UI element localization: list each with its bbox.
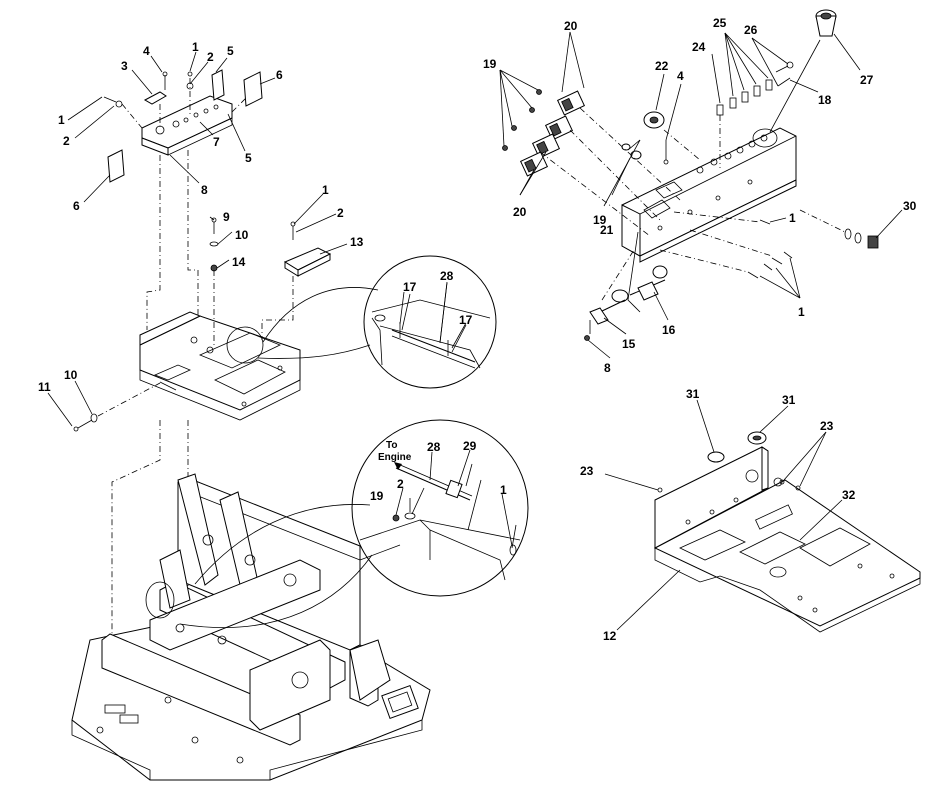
callout-2: 2 xyxy=(337,206,344,220)
callout-31: 31 xyxy=(686,387,700,401)
callout-19: 19 xyxy=(593,213,607,227)
callout-1: 1 xyxy=(500,483,507,497)
callout-15: 15 xyxy=(622,337,636,351)
callout-31: 31 xyxy=(782,393,796,407)
callout-1: 1 xyxy=(192,40,199,54)
callout-27: 27 xyxy=(860,73,874,87)
side-screw xyxy=(73,382,161,432)
callout-1: 1 xyxy=(58,113,65,127)
callout-5: 5 xyxy=(245,151,252,165)
callout-9: 9 xyxy=(223,210,230,224)
callout-2: 2 xyxy=(63,134,70,148)
callout-18: 18 xyxy=(818,93,832,107)
callout-22: 22 xyxy=(655,59,669,73)
callout-16: 16 xyxy=(662,323,676,337)
callout-23: 23 xyxy=(580,464,594,478)
callout-32: 32 xyxy=(842,488,856,502)
detail-circle-2 xyxy=(351,419,529,597)
callout-4: 4 xyxy=(143,44,150,58)
to-engine-label-line1: To xyxy=(386,440,397,451)
callout-6: 6 xyxy=(276,68,283,82)
callout-3: 3 xyxy=(121,59,128,73)
callout-19: 19 xyxy=(483,57,497,71)
callout-8: 8 xyxy=(201,183,208,197)
bracket-assembly xyxy=(103,69,263,183)
callout-25: 25 xyxy=(713,16,727,30)
callout-1: 1 xyxy=(322,183,329,197)
callout-8: 8 xyxy=(604,361,611,375)
relay-box xyxy=(261,221,332,340)
callout-12: 12 xyxy=(603,629,617,643)
callout-10: 10 xyxy=(235,228,249,242)
callout-17: 17 xyxy=(403,280,417,294)
callout-1: 1 xyxy=(798,305,805,319)
callout-24: 24 xyxy=(692,40,706,54)
leader-lines xyxy=(47,31,903,631)
callout-14: 14 xyxy=(232,255,246,269)
detail-circle-1 xyxy=(363,255,497,389)
arrow-icon xyxy=(394,462,402,470)
callout-5: 5 xyxy=(227,44,234,58)
callout-19: 19 xyxy=(370,489,384,503)
callout-6: 6 xyxy=(73,199,80,213)
mount-plate xyxy=(139,311,301,421)
callout-28: 28 xyxy=(427,440,441,454)
callout-28: 28 xyxy=(440,269,454,283)
callout-2: 2 xyxy=(207,50,214,64)
chassis-frame xyxy=(71,473,431,781)
callout-4: 4 xyxy=(677,69,684,83)
callout-11: 11 xyxy=(38,380,51,394)
to-engine-label-line2: Engine xyxy=(378,452,412,463)
callout-1: 1 xyxy=(789,211,796,225)
callout-30: 30 xyxy=(903,199,917,213)
callout-20: 20 xyxy=(564,19,578,33)
callout-23: 23 xyxy=(820,419,834,433)
callout-29: 29 xyxy=(463,439,477,453)
callout-2: 2 xyxy=(397,477,404,491)
callout-labels: 1 2 3 4 1 2 5 6 5 7 6 8 9 10 14 1 2 13 1… xyxy=(38,16,917,643)
floor-plate xyxy=(653,431,921,633)
callout-26: 26 xyxy=(744,23,758,37)
callout-17: 17 xyxy=(459,313,473,327)
callout-21: 21 xyxy=(600,223,614,237)
callout-20: 20 xyxy=(513,205,527,219)
callout-10: 10 xyxy=(64,368,78,382)
control-panel xyxy=(502,9,879,341)
callout-7: 7 xyxy=(213,135,220,149)
callout-13: 13 xyxy=(350,235,364,249)
